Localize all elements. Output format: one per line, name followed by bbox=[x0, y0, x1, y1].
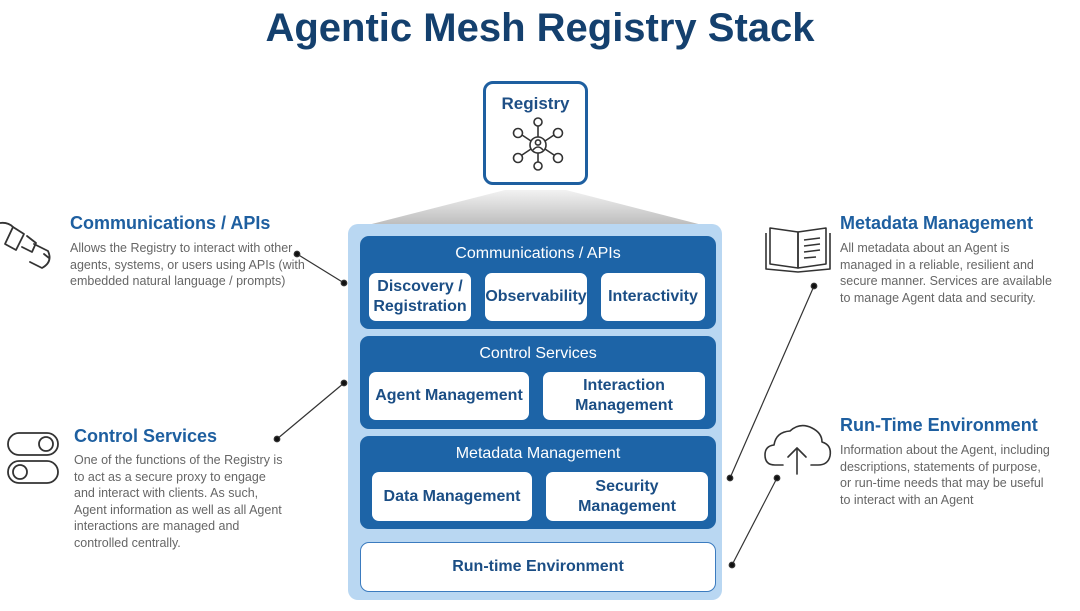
plug-icon bbox=[0, 221, 51, 269]
pill-observability: Observability bbox=[485, 273, 587, 321]
callout-runtime-description: Information about the Agent, including d… bbox=[840, 443, 1050, 507]
toggle-switch-icon bbox=[7, 432, 59, 484]
callout-metadata-description: All metadata about an Agent is managed i… bbox=[840, 241, 1052, 305]
layer-communications-title: Communications / APIs bbox=[455, 245, 621, 262]
cloud-upload-icon bbox=[764, 424, 832, 475]
funnel-shape bbox=[356, 190, 714, 228]
pill-data-management: Data Management bbox=[372, 472, 532, 521]
pill-discovery-registration: Discovery / Registration bbox=[369, 273, 471, 321]
layer-control-services: Control Services Agent Management Intera… bbox=[360, 336, 716, 429]
connector-runtime bbox=[731, 477, 778, 566]
layer-communications: Communications / APIs Discovery / Regist… bbox=[360, 236, 716, 329]
runtime-environment-layer: Run-time Environment bbox=[360, 542, 716, 592]
pill-interaction-management: Interaction Management bbox=[543, 372, 705, 420]
connector-communications bbox=[296, 253, 345, 284]
connector-metadata bbox=[729, 285, 815, 479]
layer-control-services-title: Control Services bbox=[479, 345, 597, 362]
registry-box: Registry bbox=[483, 81, 588, 185]
callout-runtime-title: Run-Time Environment bbox=[840, 415, 1038, 435]
callout-control-description: One of the functions of the Registry is … bbox=[74, 453, 283, 550]
layer-metadata-management: Metadata Management Data Management Secu… bbox=[360, 436, 716, 529]
open-book-icon bbox=[765, 227, 831, 273]
registry-label: Registry bbox=[501, 94, 570, 113]
callout-communications-title: Communications / APIs bbox=[70, 213, 271, 233]
connector-control bbox=[276, 382, 345, 440]
page-title: Agentic Mesh Registry Stack bbox=[265, 6, 815, 50]
pill-agent-management: Agent Management bbox=[369, 372, 529, 420]
pill-security-management: Security Management bbox=[546, 472, 708, 521]
network-hub-icon bbox=[512, 117, 564, 171]
pill-interactivity: Interactivity bbox=[601, 273, 705, 321]
callout-metadata-title: Metadata Management bbox=[840, 213, 1034, 233]
layer-metadata-management-title: Metadata Management bbox=[455, 445, 621, 462]
callout-communications-description: Allows the Registry to interact with oth… bbox=[70, 241, 305, 288]
callout-control-title: Control Services bbox=[74, 426, 218, 446]
